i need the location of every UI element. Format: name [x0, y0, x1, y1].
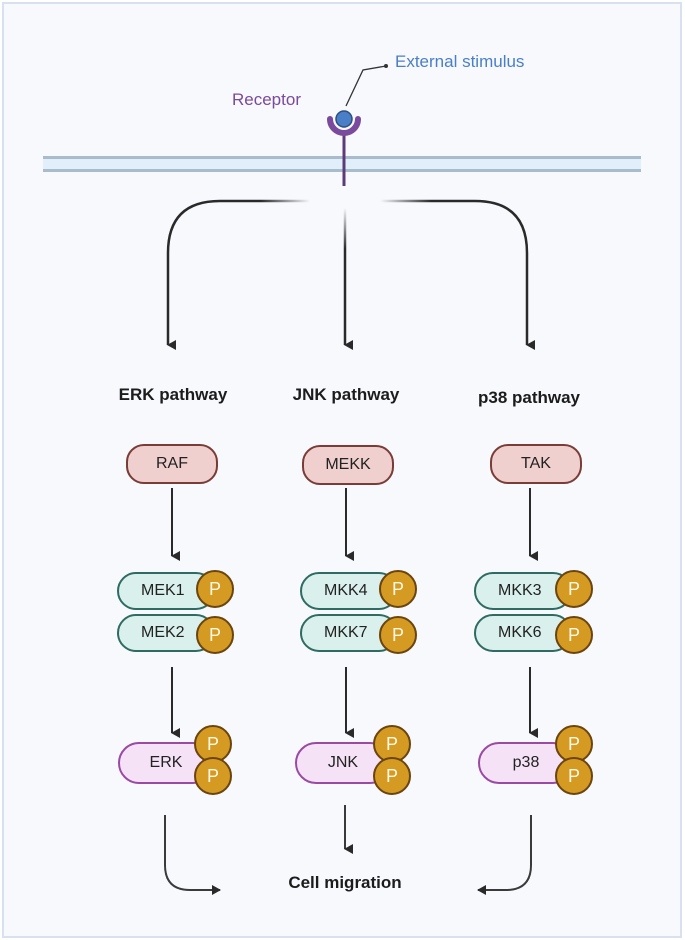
pointer-dot [384, 64, 388, 68]
cascade-arrows [171, 488, 538, 738]
tak-label: TAK [521, 455, 551, 472]
phosphate-icon: P [194, 725, 232, 763]
arrow-erk-to-migration [164, 815, 221, 895]
jnk-label: JNK [327, 754, 359, 771]
mkk7-label: MKK7 [324, 624, 368, 641]
mkk3-label: MKK3 [498, 582, 542, 599]
mkk4-label: MKK4 [324, 582, 368, 599]
phosphate-icon: P [196, 616, 234, 654]
jnk-pathway-title: JNK pathway [292, 385, 400, 404]
mek1-label: MEK1 [141, 582, 185, 599]
phosphate-icon: P [555, 757, 593, 795]
receptor-icon [327, 116, 361, 186]
cell-migration-label: Cell migration [288, 873, 402, 892]
raf-node: RAF [126, 444, 218, 484]
erk-label: ERK [149, 754, 183, 771]
tak-node: TAK [490, 444, 582, 484]
phosphate-icon: P [379, 616, 417, 654]
erk-pathway-title: ERK pathway [118, 385, 228, 404]
phosphate-icon: P [379, 570, 417, 608]
cell-membrane [43, 156, 641, 172]
mek2-label: MEK2 [141, 624, 185, 641]
mekk-node: MEKK [302, 445, 394, 485]
phosphate-icon: P [555, 570, 593, 608]
phosphate-icon: P [196, 570, 234, 608]
receptor-label: Receptor [232, 90, 301, 109]
stimulus-pointer [345, 65, 387, 107]
p38-label: p38 [512, 754, 540, 771]
ligand-icon [335, 110, 353, 128]
arrow-to-erk [166, 199, 310, 350]
arrow-p38-to-migration [477, 815, 532, 895]
arrow-to-p38 [380, 199, 535, 350]
external-stimulus-label: External stimulus [395, 52, 525, 71]
mekk-label: MEKK [325, 456, 371, 473]
p38-pathway-title: p38 pathway [477, 388, 581, 407]
phosphate-icon: P [373, 757, 411, 795]
phosphate-icon: P [194, 757, 232, 795]
mkk6-label: MKK6 [498, 624, 542, 641]
phosphate-icon: P [555, 616, 593, 654]
raf-label: RAF [156, 455, 188, 472]
